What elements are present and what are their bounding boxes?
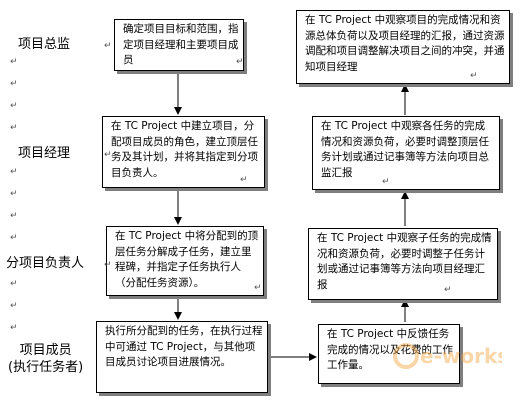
paragraph-mark: ↵: [10, 79, 18, 89]
paragraph-mark: ↵: [240, 175, 248, 185]
box-execute-tasks: 执行所分配到的任务，在执行过程中可通过 TC Project，与其他项目成员讨论…: [96, 321, 268, 393]
paragraph-mark: ↵: [444, 285, 452, 295]
paragraph-mark: ↵: [104, 41, 112, 51]
role-member: 项目成员 (执行任务者): [8, 342, 83, 376]
paragraph-mark: ↵: [10, 167, 18, 177]
paragraph-mark: ↵: [10, 57, 18, 67]
box-observe-subtasks: 在 TC Project 中观察子任务的完成情况和资源负荷，必要时调整子任务计划…: [308, 228, 498, 300]
paragraph-mark: ↵: [10, 233, 18, 243]
paragraph-mark: ↵: [382, 177, 390, 187]
role-sub-lead: 分项目负责人: [6, 256, 85, 271]
role-member-line2: (执行任务者): [8, 360, 84, 375]
paragraph-mark: ↵: [10, 101, 18, 111]
paragraph-mark: ↵: [104, 150, 112, 160]
paragraph-mark: ↵: [10, 189, 18, 199]
paragraph-mark: ↵: [10, 123, 18, 133]
box-decompose-tasks: 在 TC Project 中将分配到的顶层任务分解成子任务，建立里程碑，并指定子…: [106, 226, 264, 296]
paragraph-mark: ↵: [236, 57, 244, 67]
paragraph-mark: ↵: [10, 211, 18, 221]
role-member-line1: 项目成员: [19, 343, 72, 358]
paragraph-mark: ↵: [104, 260, 112, 270]
box-observe-project: 在 TC Project 中观察项目的完成情况和资源总体负荷以及项目经理的汇报，…: [296, 10, 510, 84]
role-director: 项目总监: [18, 37, 71, 52]
box-define-scope: 确定项目目标和范围，指定项目经理和主要项目成员: [114, 19, 244, 71]
paragraph-mark: ↵: [10, 279, 18, 289]
role-manager: 项目经理: [18, 146, 71, 161]
paragraph-mark: ↵: [10, 323, 18, 333]
box-observe-tasks: 在 TC Project 中观察各任务的完成情况和资源负荷，必要时调整顶层任务计…: [312, 116, 500, 190]
paragraph-mark: ↵: [254, 283, 262, 293]
paragraph-mark: ↵: [470, 71, 478, 81]
paragraph-mark: ↵: [10, 301, 18, 311]
box-report-progress: 在 TC Project 中反馈任务完成的情况以及花费的工作工作量。: [318, 324, 460, 384]
box-create-project: 在 TC Project 中建立项目，分配项目成员的角色，建立顶层任务及其计划，…: [102, 116, 265, 188]
